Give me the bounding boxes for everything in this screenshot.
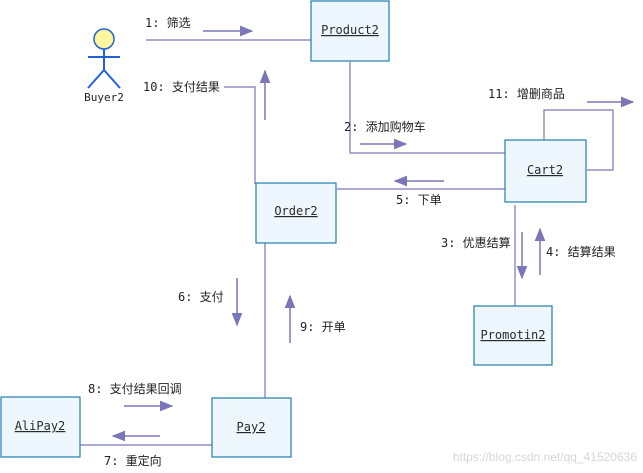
message-9-label: 9: 开单 [300,320,346,334]
message-8-label: 8: 支付结果回调 [88,382,182,396]
buyer-actor-label: Buyer2 [84,91,124,104]
object-order[interactable]: Order2 [255,182,337,244]
object-alipay[interactable]: AliPay2 [0,396,81,458]
message-1-label: 1: 筛选 [145,15,191,30]
object-product-label: Product2 [321,23,379,37]
message-11-label: 11: 增删商品 [488,86,565,101]
message-4-label: 4: 结算结果 [546,244,616,259]
watermark-text: https://blog.csdn.net/qq_41520636 [453,450,637,464]
object-cart[interactable]: Cart2 [504,139,587,203]
message-3-label: 3: 优惠结算 [441,235,511,250]
object-pay-label: Pay2 [237,420,266,434]
message-2-label: 2: 添加购物车 [344,119,426,134]
object-alipay-label: AliPay2 [15,419,66,433]
object-promotion[interactable]: Promotin2 [473,305,553,366]
object-promotion-label: Promotin2 [480,328,545,342]
message-6-label: 6: 支付 [178,290,224,304]
message-5-label: 5: 下单 [396,193,442,207]
link-product-cart [349,62,505,154]
object-product[interactable]: Product2 [310,0,390,62]
buyer-actor-icon[interactable] [87,28,121,89]
link-cart-self [543,109,614,171]
object-pay[interactable]: Pay2 [211,397,292,458]
object-cart-label: Cart2 [527,163,563,177]
message-10-label: 10: 支付结果 [143,80,220,94]
object-order-label: Order2 [274,204,317,218]
message-7-label: 7: 重定向 [104,453,162,468]
link-buyer-order [224,86,256,184]
